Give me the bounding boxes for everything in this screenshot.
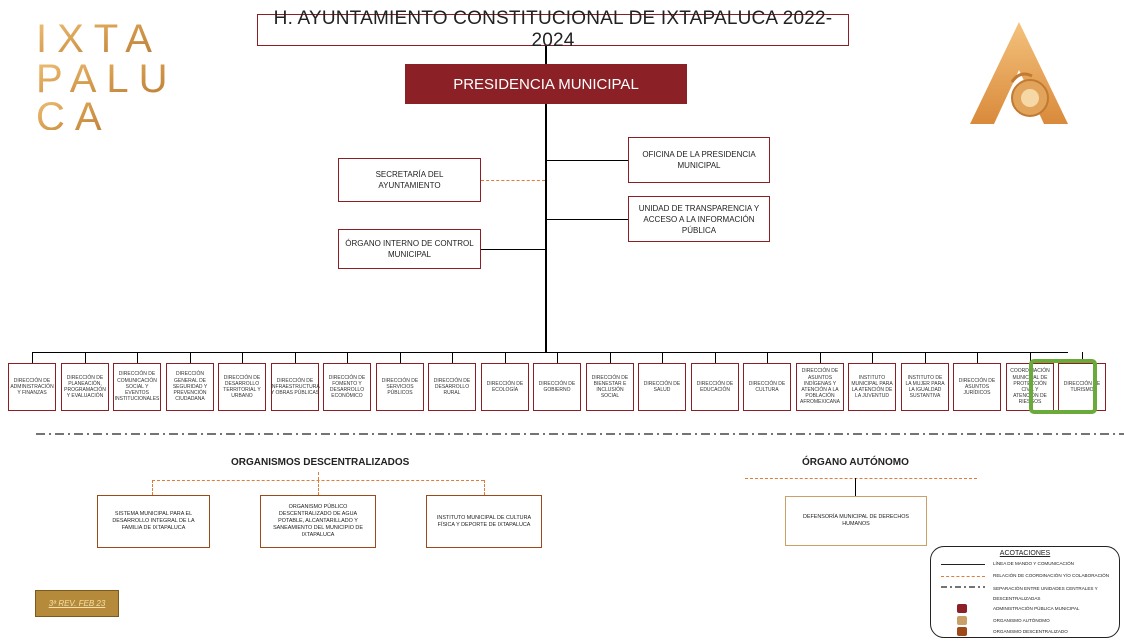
ixtapaluca-logo-graphic: IXTA PALU CA bbox=[36, 17, 178, 139]
organo-interno-control-box: ÓRGANO INTERNO DE CONTROL MUNICIPAL bbox=[338, 229, 481, 269]
direction-connector bbox=[242, 352, 244, 363]
legend-title: ACOTACIONES bbox=[999, 550, 1051, 557]
secretaria-ayuntamiento-box: SECRETARÍA DEL AYUNTAMIENTO bbox=[338, 158, 481, 202]
page-title: H. AYUNTAMIENTO CONSTITUCIONAL DE IXTAPA… bbox=[257, 8, 849, 51]
main-trunk-line bbox=[545, 104, 547, 352]
direction-connector bbox=[977, 352, 979, 363]
separation-line bbox=[36, 433, 1124, 435]
direction-box: DIRECCIÓN DE ECOLOGÍA bbox=[481, 363, 529, 411]
direction-box: DIRECCIÓN DE SERVICIOS PÚBLICOS bbox=[376, 363, 424, 411]
direction-box: DIRECCIÓN DE ASUNTOS JURÍDICOS bbox=[953, 363, 1001, 411]
ixtapaluca-logo: IXTA PALU CA bbox=[34, 12, 184, 139]
direction-connector bbox=[925, 352, 927, 363]
direction-connector bbox=[452, 352, 454, 363]
oficina-presidencia-box: OFICINA DE LA PRESIDENCIA MUNICIPAL bbox=[628, 137, 770, 183]
direction-connector bbox=[872, 352, 874, 363]
direction-connector bbox=[137, 352, 139, 363]
direction-connector bbox=[505, 352, 507, 363]
direction-connector bbox=[820, 352, 822, 363]
direction-connector bbox=[295, 352, 297, 363]
direction-box: DIRECCIÓN DE ASUNTOS INDÍGENAS Y ATENCIÓ… bbox=[796, 363, 844, 411]
direction-box: DIRECCIÓN DE DESARROLLO RURAL bbox=[428, 363, 476, 411]
direction-connector bbox=[1082, 352, 1084, 363]
direction-box: DIRECCIÓN DE SALUD bbox=[638, 363, 686, 411]
connector-transparencia bbox=[546, 219, 628, 221]
organismos-drop-center bbox=[318, 472, 319, 480]
direction-connector bbox=[32, 352, 34, 363]
coordination-line-secretaria bbox=[481, 180, 545, 181]
organismos-drop-2 bbox=[318, 480, 319, 495]
direction-box: DIRECCIÓN DE GOBIERNO bbox=[533, 363, 581, 411]
direction-box: DIRECCIÓN DE BIENESTAR E INCLUSIÓN SOCIA… bbox=[586, 363, 634, 411]
organismos-drop-3 bbox=[484, 480, 485, 495]
legend-dashed-line bbox=[941, 576, 985, 577]
legend-solid-line bbox=[941, 564, 985, 566]
defensoria-box: DEFENSORÍA MUNICIPAL DE DERECHOS HUMANOS bbox=[785, 496, 927, 546]
revision-label: 3ª REV. FEB 23 bbox=[48, 599, 106, 608]
legend-box: ACOTACIONES LÍNEA DE MANDO Y COMUNICACIÓ… bbox=[930, 546, 1120, 638]
direction-connector bbox=[557, 352, 559, 363]
legend-central-swatch bbox=[957, 604, 967, 613]
direction-box: DIRECCIÓN DE CULTURA bbox=[743, 363, 791, 411]
legend-dashdot-line bbox=[941, 586, 985, 588]
direction-box: DIRECCIÓN DE ADMINISTRACIÓN Y FINANZAS bbox=[8, 363, 56, 411]
direction-box: DIRECCIÓN DE PLANEACIÓN, PROGRAMACIÓN Y … bbox=[61, 363, 109, 411]
legend-autonomo-swatch bbox=[957, 616, 967, 625]
svg-text:CA: CA bbox=[36, 95, 112, 130]
direction-connector bbox=[190, 352, 192, 363]
legend-descentralizado-swatch bbox=[957, 627, 967, 636]
connector-title-presidencia bbox=[545, 46, 547, 64]
autonomo-title: ÓRGANO AUTÓNOMO bbox=[802, 457, 909, 468]
direction-box: INSTITUTO MUNICIPAL PARA LA ATENCIÓN DE … bbox=[848, 363, 896, 411]
organismo-deporte-box: INSTITUTO MUNICIPAL DE CULTURA FÍSICA Y … bbox=[426, 495, 542, 548]
organismos-drop-1 bbox=[152, 480, 153, 495]
direction-box: DIRECCIÓN DE TURISMO bbox=[1058, 363, 1106, 411]
direction-box: DIRECCIÓN DE EDUCACIÓN bbox=[691, 363, 739, 411]
autonomo-connector bbox=[855, 478, 857, 496]
connector-oficina bbox=[546, 160, 628, 162]
turismo-highlight-frame bbox=[1029, 359, 1097, 414]
directions-bus-line bbox=[33, 352, 1068, 354]
direction-box: DIRECCIÓN GENERAL DE SEGURIDAD Y PREVENC… bbox=[166, 363, 214, 411]
emblem-icon bbox=[970, 22, 1068, 124]
direction-connector bbox=[85, 352, 87, 363]
revision-badge: 3ª REV. FEB 23 bbox=[35, 590, 119, 617]
direction-box: DIRECCIÓN DE DESARROLLO TERRITORIAL Y UR… bbox=[218, 363, 266, 411]
direction-box: DIRECCIÓN DE COMUNICACIÓN SOCIAL Y EVENT… bbox=[113, 363, 161, 411]
connector-organo-interno bbox=[481, 249, 545, 251]
direction-box: DIRECCIÓN DE INFRAESTRUCTURA Y OBRAS PÚB… bbox=[271, 363, 320, 411]
organismo-odapas-box: ORGANISMO PÚBLICO DESCENTRALIZADO DE AGU… bbox=[260, 495, 376, 548]
presidencia-municipal-box: PRESIDENCIA MUNICIPAL bbox=[405, 64, 687, 104]
autonomo-coordination-line bbox=[745, 478, 977, 479]
svg-text:PALU: PALU bbox=[36, 57, 178, 101]
direction-connector bbox=[347, 352, 349, 363]
direction-connector bbox=[767, 352, 769, 363]
svg-text:IXTA: IXTA bbox=[36, 17, 162, 61]
unidad-transparencia-box: UNIDAD DE TRANSPARENCIA Y ACCESO A LA IN… bbox=[628, 196, 770, 242]
direction-connector bbox=[662, 352, 664, 363]
direction-connector bbox=[610, 352, 612, 363]
direction-box: INSTITUTO DE LA MUJER PARA LA IGUALDAD S… bbox=[901, 363, 949, 411]
direction-connector bbox=[1030, 352, 1032, 363]
direction-box: DIRECCIÓN DE FOMENTO Y DESARROLLO ECONÓM… bbox=[323, 363, 371, 411]
municipal-emblem-logo bbox=[968, 20, 1070, 128]
direction-connector bbox=[400, 352, 402, 363]
organismos-title: ORGANISMOS DESCENTRALIZADOS bbox=[231, 457, 410, 468]
organismo-dif-box: SISTEMA MUNICIPAL PARA EL DESARROLLO INT… bbox=[97, 495, 210, 548]
direction-connector bbox=[715, 352, 717, 363]
